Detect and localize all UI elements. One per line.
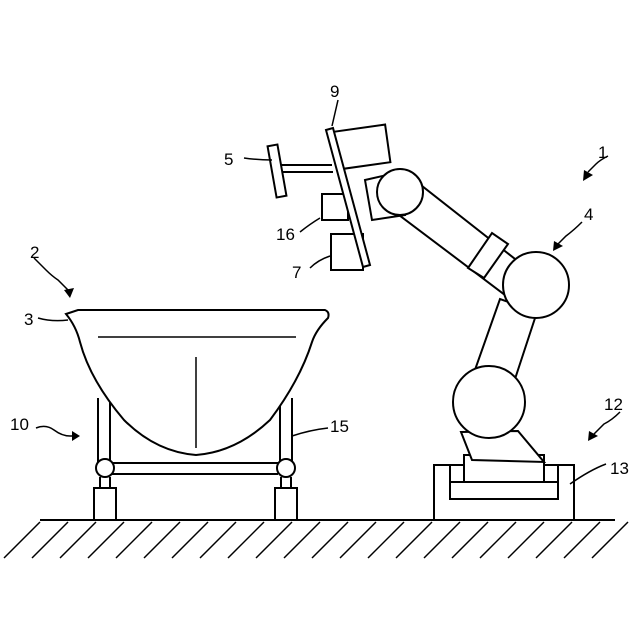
- label-13: 13: [610, 459, 629, 478]
- robot-arm: [365, 169, 569, 462]
- hatch-line: [340, 522, 376, 558]
- leader-2: [34, 258, 70, 292]
- label-16: 16: [276, 225, 295, 244]
- hatch-line: [480, 522, 516, 558]
- hatch-line: [4, 522, 40, 558]
- hatch-line: [508, 522, 544, 558]
- label-3: 3: [24, 310, 33, 329]
- hatch-line: [32, 522, 68, 558]
- leader-16: [300, 218, 320, 232]
- lower-joint: [453, 366, 525, 438]
- hatch-line: [452, 522, 488, 558]
- base-plate: [450, 482, 558, 499]
- label-12: 12: [604, 395, 623, 414]
- hatch-line: [228, 522, 264, 558]
- label-5: 5: [224, 150, 233, 169]
- leader-10: [36, 426, 74, 436]
- left-foot: [94, 488, 116, 520]
- hatch-line: [116, 522, 152, 558]
- hatch-line: [368, 522, 404, 558]
- label-9: 9: [330, 82, 339, 101]
- hatch-line: [564, 522, 600, 558]
- arrow-10: [72, 431, 80, 441]
- label-2: 2: [30, 243, 39, 262]
- hatch-line: [200, 522, 236, 558]
- leader-15: [292, 428, 328, 436]
- right-joint: [277, 459, 295, 477]
- leader-12: [594, 412, 620, 434]
- hatch-line: [424, 522, 460, 558]
- elbow-joint: [503, 252, 569, 318]
- ground: [4, 520, 628, 558]
- leader-4: [558, 222, 582, 244]
- hatch-line: [172, 522, 208, 558]
- hatch-line: [144, 522, 180, 558]
- label-1: 1: [598, 143, 607, 162]
- right-foot: [275, 488, 297, 520]
- leader-9: [332, 100, 338, 126]
- arrow-2: [64, 288, 74, 298]
- leader-7: [310, 256, 330, 268]
- leader-5: [244, 158, 272, 160]
- container-bowl: [66, 310, 329, 455]
- label-15: 15: [330, 417, 349, 436]
- hatch-line: [88, 522, 124, 558]
- arrow-4: [553, 241, 563, 251]
- leader-13: [570, 464, 606, 484]
- hatch-line: [284, 522, 320, 558]
- left-joint: [96, 459, 114, 477]
- robot-base: [434, 455, 574, 520]
- leader-3: [38, 318, 68, 321]
- ground-hatching: [4, 522, 628, 558]
- wrist-joint: [377, 169, 423, 215]
- hatch-line: [592, 522, 628, 558]
- label-4: 4: [584, 205, 593, 224]
- hatch-line: [396, 522, 432, 558]
- hatch-line: [256, 522, 292, 558]
- label-10: 10: [10, 415, 29, 434]
- label-7: 7: [292, 263, 301, 282]
- hatch-line: [312, 522, 348, 558]
- hatch-line: [536, 522, 572, 558]
- hatch-line: [60, 522, 96, 558]
